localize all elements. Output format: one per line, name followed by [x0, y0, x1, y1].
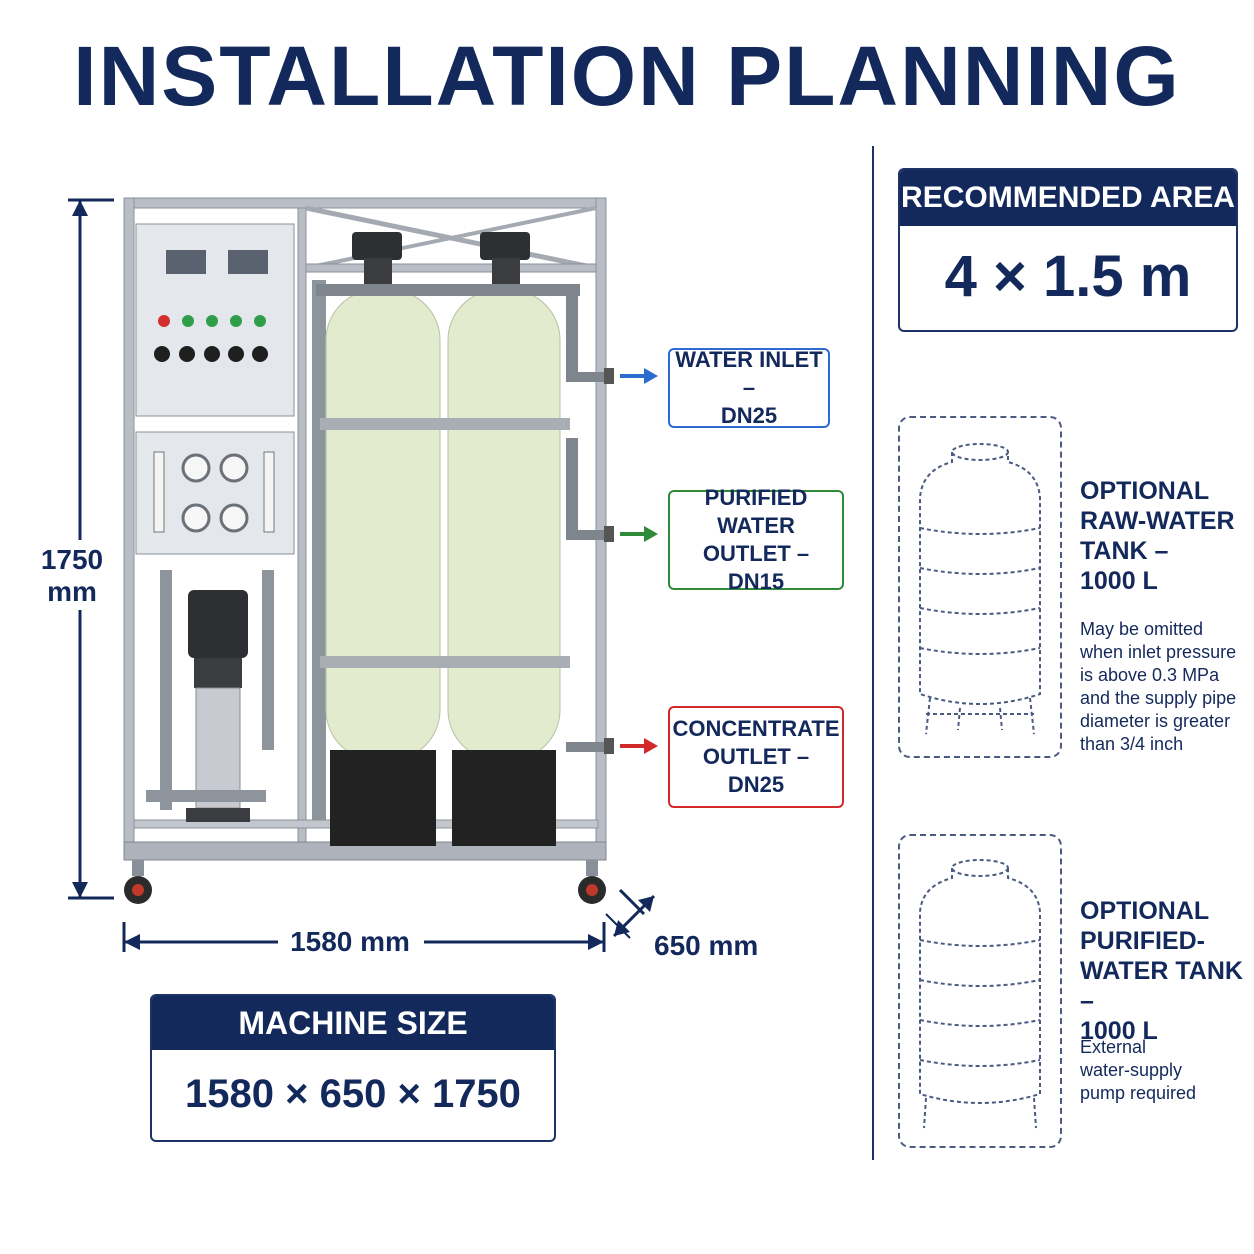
height-label: 1750 mm	[34, 544, 110, 608]
ro-machine-illustration	[36, 197, 658, 952]
title-line: PURIFIED-	[1080, 927, 1205, 955]
booster-pump	[146, 570, 274, 822]
height-value: 1750	[40, 544, 104, 575]
machine-size-value: 1580 × 650 × 1750 mm	[185, 1072, 521, 1116]
callout-line: OUTLET –	[702, 541, 810, 566]
note-line: External	[1080, 1037, 1147, 1057]
note-line: is above 0.3 MPa	[1080, 665, 1220, 685]
title-line: OPTIONAL	[1080, 477, 1210, 505]
title-line: WATER TANK –	[1080, 957, 1243, 1015]
note-line: water-supply	[1080, 1060, 1183, 1080]
purified-water-tank-frame	[898, 834, 1062, 1148]
control-panel	[135, 223, 295, 417]
raw-water-tank-icon	[919, 443, 1041, 735]
raw-water-tank-title: OPTIONAL RAW-WATER TANK – 1000 L	[1080, 476, 1250, 596]
gauge-panel	[135, 431, 295, 555]
width-dimension	[122, 922, 606, 952]
depth-label: 650 mm	[654, 930, 759, 961]
caster-wheels	[124, 860, 606, 904]
recommended-area-box: RECOMMENDED AREA 4 × 1.5 m	[898, 168, 1238, 332]
height-dimension	[36, 198, 116, 900]
page-title: INSTALLATION PLANNING	[73, 29, 1181, 123]
note-line: and the supply pipe	[1080, 688, 1237, 708]
vertical-divider	[872, 146, 874, 1160]
purified-water-tank-title: OPTIONAL PURIFIED- WATER TANK – 1000 L	[1080, 896, 1250, 1046]
machine-size-header: MACHINE SIZE	[152, 996, 554, 1050]
callout-line: CONCENTRATE	[672, 716, 840, 741]
purified-water-tank-note: External water-supply pump required	[1080, 1036, 1250, 1105]
callout-arrows	[604, 368, 658, 754]
title-line: OPTIONAL	[1080, 897, 1210, 925]
filter-vessels	[312, 232, 606, 846]
width-label: 1580 mm	[290, 926, 410, 957]
machine-size-box: MACHINE SIZE 1580 × 650 × 1750 mm	[150, 994, 556, 1142]
title-line: RAW-WATER	[1080, 507, 1235, 535]
purified-water-outlet-callout: PURIFIED WATER OUTLET – DN15	[668, 485, 844, 594]
title-line: 1000 L	[1080, 567, 1158, 595]
purified-water-tank-icon	[919, 859, 1041, 1129]
note-line: pump required	[1080, 1083, 1197, 1103]
callout-line: DN25	[720, 403, 778, 428]
title-line: 1000 L	[1080, 1017, 1158, 1045]
recommended-area-header: RECOMMENDED AREA	[900, 170, 1236, 226]
depth-dimension	[605, 888, 656, 939]
note-line: when inlet pressure	[1080, 642, 1237, 662]
raw-water-tank-frame	[898, 416, 1062, 758]
note-line: diameter is greater	[1080, 711, 1231, 731]
note-line: than 3/4 inch	[1080, 734, 1184, 754]
callout-line: DN25	[727, 772, 785, 797]
water-inlet-callout: WATER INLET – DN25	[668, 347, 830, 428]
title-line: TANK –	[1080, 537, 1169, 565]
concentrate-outlet-callout: CONCENTRATE OUTLET – DN25	[668, 706, 844, 808]
height-unit: mm	[47, 576, 97, 607]
callout-line: WATER INLET –	[675, 347, 823, 400]
note-line: May be omitted	[1080, 619, 1204, 639]
callout-line: PURIFIED WATER	[704, 485, 808, 538]
raw-water-tank-note: May be omitted when inlet pressure is ab…	[1080, 618, 1250, 756]
recommended-area-value: 4 × 1.5 m	[944, 244, 1192, 309]
callout-line: OUTLET –	[702, 744, 810, 769]
callout-line: DN15	[727, 569, 785, 594]
